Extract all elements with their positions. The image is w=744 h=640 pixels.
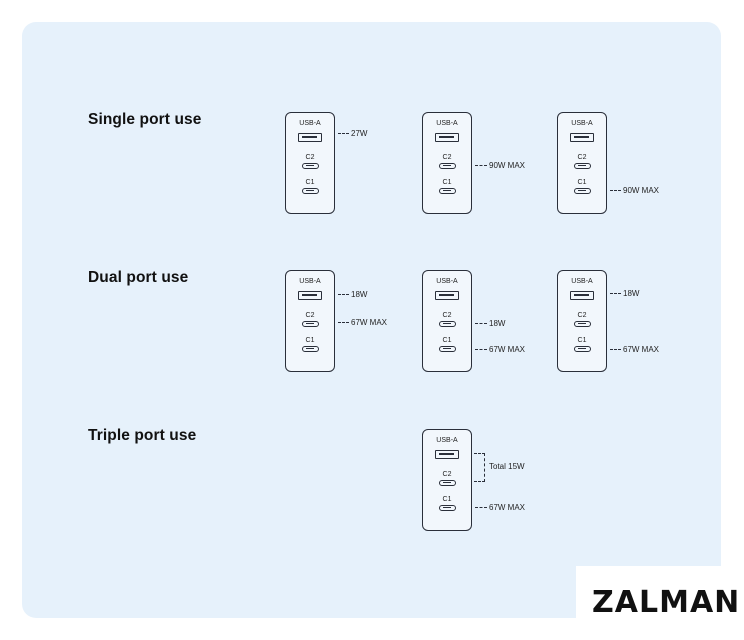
usb-c-port-icon [302,346,319,352]
usb-c-port-icon [439,346,456,352]
leader-line [475,507,487,508]
power-label: Total 15W [489,462,525,471]
power-label: 90W MAX [623,186,660,195]
usb-a-port-icon [570,133,594,142]
usb-c-port-icon [574,346,591,352]
c1-label: C1 [305,179,315,186]
zalman-logo: ZALMAN [592,585,741,620]
usb-a-label: USB-A [436,437,458,444]
leader-line [475,165,487,166]
usb-a-port-icon [435,450,459,459]
usb-a-label: USB-A [299,120,321,127]
charger-dual-3: USB-A C2 C1 [557,270,607,372]
power-label: 90W MAX [489,161,526,170]
usb-c-port-icon [439,188,456,194]
leader-line [338,294,349,295]
usb-c-port-icon [439,163,456,169]
power-label: 27W [351,129,368,138]
power-label: 67W MAX [623,345,660,354]
usb-a-label: USB-A [299,278,321,285]
power-label: 67W MAX [489,345,526,354]
c2-label: C2 [305,312,315,319]
usb-a-port-icon [298,133,322,142]
section-title-single: Single port use [88,111,202,128]
power-label: 18W [489,319,506,328]
usb-a-label: USB-A [436,120,458,127]
leader-line [475,349,487,350]
bracket-line [474,453,485,482]
power-label: 18W [351,290,368,299]
usb-c-port-icon [302,321,319,327]
leader-line [338,322,349,323]
c2-label: C2 [305,154,315,161]
charger-dual-1: USB-A C2 C1 [285,270,335,372]
charger-triple-1: USB-A C2 C1 [422,429,472,531]
charger-dual-2: USB-A C2 C1 [422,270,472,372]
c1-label: C1 [442,337,452,344]
section-title-dual: Dual port use [88,269,189,286]
usb-a-port-icon [435,133,459,142]
c2-label: C2 [577,154,587,161]
leader-line [475,323,487,324]
c1-label: C1 [442,496,452,503]
usb-a-label: USB-A [571,120,593,127]
power-label: 67W MAX [351,318,388,327]
c2-label: C2 [442,154,452,161]
section-title-triple: Triple port use [88,427,197,444]
c1-label: C1 [577,337,587,344]
usb-c-port-icon [302,163,319,169]
logo-background [576,566,744,640]
usb-c-port-icon [439,505,456,511]
usb-c-port-icon [439,321,456,327]
usb-c-port-icon [574,321,591,327]
power-label: 18W [623,289,640,298]
leader-line [610,190,621,191]
charger-single-2: USB-A C2 C1 [422,112,472,214]
leader-line [610,349,621,350]
leader-line [338,133,349,134]
usb-a-port-icon [435,291,459,300]
usb-a-port-icon [570,291,594,300]
c1-label: C1 [305,337,315,344]
usb-c-port-icon [439,480,456,486]
charger-single-1: USB-A C2 C1 [285,112,335,214]
power-label: 67W MAX [489,503,526,512]
usb-c-port-icon [574,188,591,194]
c2-label: C2 [577,312,587,319]
usb-c-port-icon [574,163,591,169]
usb-c-port-icon [302,188,319,194]
c1-label: C1 [442,179,452,186]
charger-single-3: USB-A C2 C1 [557,112,607,214]
c1-label: C1 [577,179,587,186]
leader-line [610,293,621,294]
usb-a-label: USB-A [436,278,458,285]
c2-label: C2 [442,312,452,319]
c2-label: C2 [442,471,452,478]
usb-a-label: USB-A [571,278,593,285]
usb-a-port-icon [298,291,322,300]
